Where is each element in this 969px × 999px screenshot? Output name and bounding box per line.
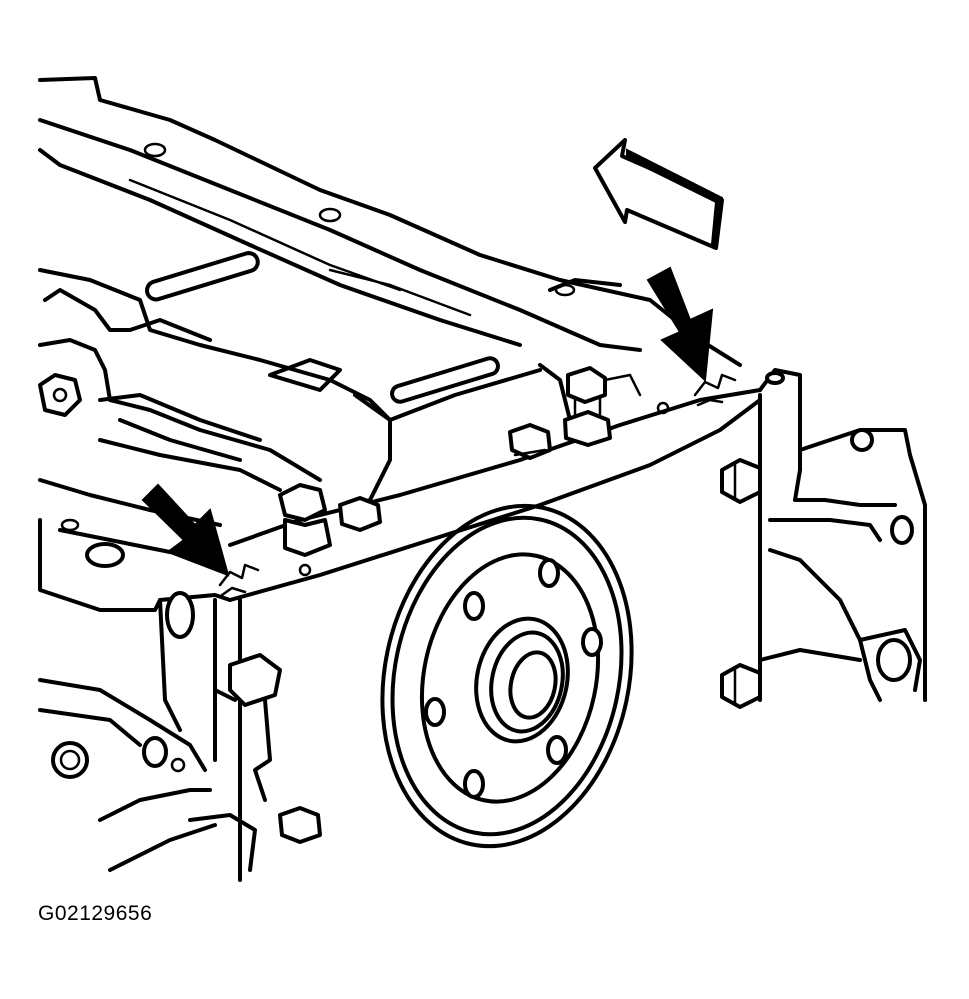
bolt-3	[508, 423, 552, 460]
figure-id-label: G02129656	[38, 902, 153, 925]
crankshaft-seal	[380, 503, 634, 849]
sealant-points	[218, 373, 737, 597]
right-mount	[720, 368, 927, 709]
block-left-side	[38, 518, 257, 872]
bolt-4	[563, 366, 612, 447]
left-front-bolts	[213, 653, 322, 844]
camshaft-area	[38, 251, 500, 527]
left-up-arrow-icon	[593, 138, 724, 250]
bolt-2	[338, 496, 382, 532]
cylinder-head-rail	[38, 76, 742, 367]
callout-arrow-icon	[141, 483, 230, 577]
mount-bolt-lower	[720, 663, 762, 709]
bolt-1	[278, 483, 332, 557]
mount-bolt-upper	[720, 458, 762, 504]
bolt-left-small	[38, 373, 82, 417]
deck-bolts	[278, 366, 642, 557]
callout-arrow-icon	[646, 266, 714, 383]
